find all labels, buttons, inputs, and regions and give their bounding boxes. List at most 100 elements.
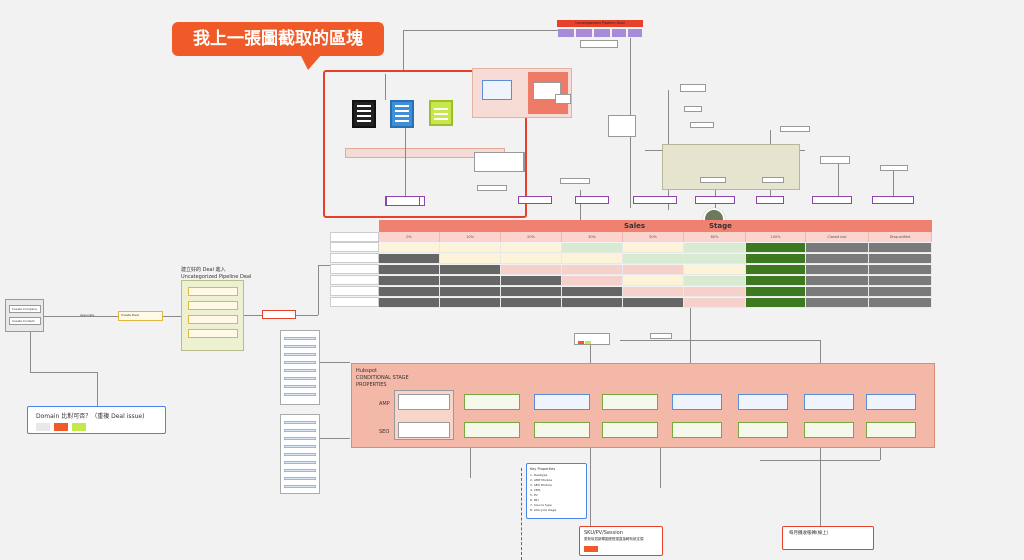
table-cell[interactable] [562, 265, 623, 275]
table-cell[interactable] [623, 276, 684, 286]
table-cell[interactable] [806, 243, 869, 253]
flow-card[interactable] [762, 177, 784, 183]
list-item[interactable] [284, 485, 316, 488]
table-cell[interactable] [501, 243, 562, 253]
table-cell[interactable] [379, 276, 440, 286]
deal-item[interactable] [188, 287, 238, 296]
flow-card[interactable] [482, 80, 512, 100]
table-cell[interactable] [501, 298, 562, 308]
flow-card[interactable] [695, 196, 735, 204]
flow-card[interactable] [690, 122, 714, 128]
table-cell[interactable] [806, 265, 869, 275]
table-cell[interactable] [869, 254, 932, 264]
list-item[interactable] [284, 377, 316, 380]
table-cell[interactable] [440, 254, 501, 264]
deal-item[interactable] [188, 301, 238, 310]
flow-card[interactable] [534, 422, 590, 438]
pipeline-stage-box[interactable] [594, 29, 610, 37]
table-cell[interactable] [562, 243, 623, 253]
table-cell[interactable] [379, 243, 440, 253]
flow-card[interactable] [880, 165, 908, 171]
flow-card[interactable] [866, 394, 916, 410]
flow-card[interactable] [650, 333, 672, 339]
list-item[interactable] [284, 353, 316, 356]
flow-card[interactable] [518, 196, 552, 204]
flow-card[interactable] [700, 177, 726, 183]
flow-card[interactable] [477, 185, 507, 191]
flow-card[interactable] [602, 394, 658, 410]
list-item[interactable] [284, 337, 316, 340]
table-cell[interactable] [806, 254, 869, 264]
table-cell[interactable] [440, 287, 501, 297]
table-cell[interactable] [623, 243, 684, 253]
pipeline-header[interactable]: Uncategorized Pipeline Deal [557, 20, 643, 27]
list-item[interactable] [284, 477, 316, 480]
flow-card[interactable] [534, 394, 590, 410]
pipeline-stage-box[interactable] [558, 29, 574, 37]
flow-card[interactable] [386, 196, 420, 206]
flow-card[interactable] [780, 126, 810, 132]
deal-item[interactable] [188, 329, 238, 338]
table-cell[interactable] [869, 287, 932, 297]
table-cell[interactable] [869, 243, 932, 253]
table-cell[interactable] [684, 243, 746, 253]
flow-card[interactable] [574, 333, 610, 345]
table-cell[interactable] [746, 265, 806, 275]
list-item[interactable] [284, 361, 316, 364]
list-item[interactable] [284, 437, 316, 440]
table-cell[interactable] [684, 254, 746, 264]
flow-card[interactable] [464, 394, 520, 410]
table-cell[interactable] [684, 265, 746, 275]
pipeline-stage-box[interactable] [628, 29, 642, 37]
flow-card[interactable] [474, 152, 524, 172]
table-cell[interactable] [869, 276, 932, 286]
table-cell[interactable] [869, 298, 932, 308]
table-cell[interactable] [440, 243, 501, 253]
flow-card[interactable] [602, 422, 658, 438]
table-cell[interactable] [684, 298, 746, 308]
flow-card[interactable] [738, 394, 788, 410]
flow-card[interactable] [533, 82, 561, 100]
table-cell[interactable] [379, 287, 440, 297]
flow-card[interactable] [866, 422, 916, 438]
pipeline-stage-box[interactable] [612, 29, 626, 37]
table-cell[interactable] [746, 276, 806, 286]
table-cell[interactable] [501, 276, 562, 286]
list-item[interactable] [284, 445, 316, 448]
flow-card[interactable] [872, 196, 914, 204]
table-cell[interactable] [684, 276, 746, 286]
table-cell[interactable] [440, 276, 501, 286]
list-item[interactable] [284, 393, 316, 396]
flow-card[interactable] [738, 422, 788, 438]
table-cell[interactable] [806, 287, 869, 297]
list-item[interactable] [284, 345, 316, 348]
flow-card[interactable] [262, 310, 296, 319]
create-deal-node[interactable]: Create Deal [118, 311, 163, 321]
flow-card[interactable] [820, 156, 850, 164]
list-item[interactable] [284, 385, 316, 388]
table-cell[interactable] [623, 287, 684, 297]
table-cell[interactable] [501, 254, 562, 264]
table-cell[interactable] [806, 298, 869, 308]
table-cell[interactable] [623, 265, 684, 275]
table-cell[interactable] [806, 276, 869, 286]
list-item[interactable] [284, 461, 316, 464]
flow-card[interactable] [633, 196, 677, 204]
flow-card[interactable] [680, 84, 706, 92]
list-item[interactable] [284, 429, 316, 432]
table-cell[interactable] [562, 287, 623, 297]
flow-card[interactable] [398, 394, 450, 410]
table-cell[interactable] [379, 265, 440, 275]
flow-card[interactable] [672, 422, 722, 438]
flow-card[interactable] [580, 40, 618, 48]
table-cell[interactable] [746, 254, 806, 264]
flow-card[interactable] [804, 394, 854, 410]
create-company-node[interactable]: Create Company [9, 305, 41, 313]
table-cell[interactable] [623, 254, 684, 264]
table-cell[interactable] [501, 287, 562, 297]
create-contact-node[interactable]: Create Contact [9, 317, 41, 325]
flow-card[interactable] [398, 422, 450, 438]
flow-card[interactable] [555, 94, 571, 104]
list-item[interactable] [284, 453, 316, 456]
table-cell[interactable] [746, 298, 806, 308]
